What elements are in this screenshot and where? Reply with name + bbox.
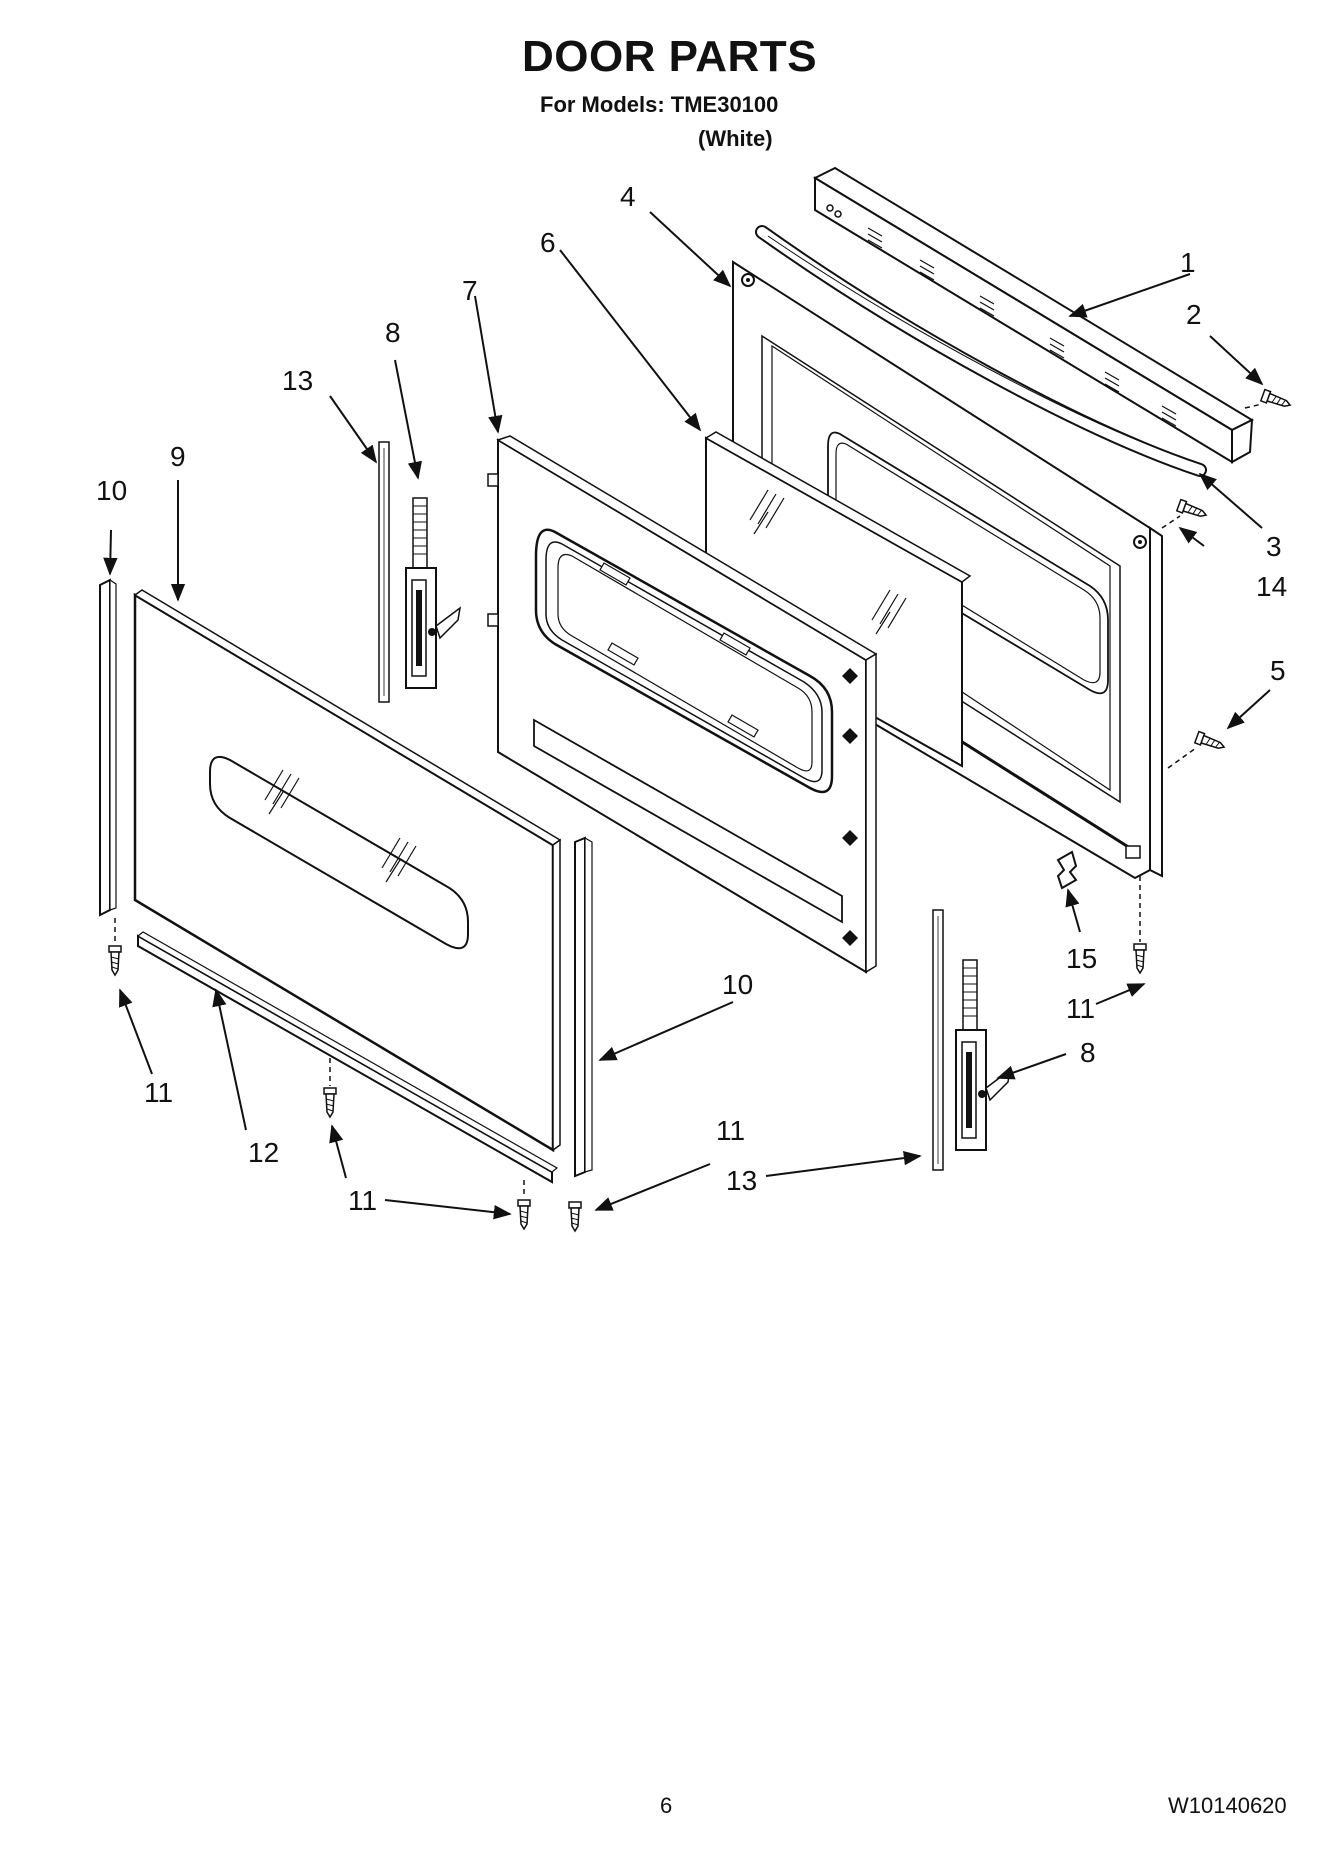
callout-6: 6 bbox=[540, 227, 556, 258]
document-number: W10140620 bbox=[1168, 1793, 1287, 1818]
callout-11-center: 11 bbox=[348, 1185, 377, 1216]
color-variant: (White) bbox=[698, 126, 773, 151]
leader-lines bbox=[103, 211, 1271, 1220]
callout-14: 14 bbox=[1256, 571, 1287, 602]
part-11-screw-center bbox=[323, 1087, 337, 1118]
callout-11-right: 11 bbox=[1066, 993, 1095, 1024]
part-5-screw bbox=[1194, 730, 1227, 754]
part-8-hinge-left bbox=[405, 497, 461, 689]
callout-13-bottom: 13 bbox=[726, 1165, 757, 1196]
part-3-handle bbox=[755, 225, 1207, 477]
callout-5: 5 bbox=[1270, 655, 1286, 686]
page-title: DOOR PARTS bbox=[521, 32, 818, 81]
part-15-clip bbox=[1056, 850, 1078, 890]
callout-4: 4 bbox=[620, 181, 636, 212]
part-13-hinge-receiver-left bbox=[378, 441, 390, 703]
part-14-screw bbox=[1176, 498, 1209, 522]
callout-7: 7 bbox=[462, 275, 478, 306]
part-11-screw-bottom bbox=[517, 1199, 531, 1230]
callout-13-top: 13 bbox=[282, 365, 313, 396]
part-1-top-trim bbox=[812, 166, 1255, 464]
callout-10-left: 10 bbox=[96, 475, 127, 506]
part-11-screw-right bbox=[1133, 943, 1147, 974]
callout-11-clip: 11 bbox=[716, 1115, 745, 1146]
part-8-hinge-right bbox=[955, 959, 1011, 1151]
callout-11-left: 11 bbox=[144, 1077, 173, 1108]
part-10-side-trim-right bbox=[574, 836, 593, 1178]
callout-8-right: 8 bbox=[1080, 1037, 1096, 1068]
part-9-outer-door-panel bbox=[133, 589, 562, 1153]
part-2-screw bbox=[1260, 388, 1293, 412]
callout-2: 2 bbox=[1186, 299, 1202, 330]
part-10-side-trim-left bbox=[99, 578, 117, 917]
part-11-screw-left bbox=[108, 945, 122, 976]
callout-15: 15 bbox=[1066, 943, 1097, 974]
callout-12: 12 bbox=[248, 1137, 279, 1168]
callout-8-left: 8 bbox=[385, 317, 401, 348]
callout-9: 9 bbox=[170, 441, 186, 472]
page-number: 6 bbox=[660, 1793, 673, 1818]
callout-1: 1 bbox=[1180, 247, 1196, 278]
alignment-lines bbox=[114, 403, 1263, 1198]
models-line: For Models: TME30100 bbox=[540, 92, 779, 117]
part-11-screw-bottom-right bbox=[568, 1201, 582, 1232]
callout-10-right: 10 bbox=[722, 969, 753, 1000]
part-7-door-frame bbox=[487, 435, 878, 974]
callout-3: 3 bbox=[1266, 531, 1282, 562]
part-13-hinge-receiver-right bbox=[932, 909, 944, 1171]
part-12-bottom-trim bbox=[136, 931, 559, 1184]
